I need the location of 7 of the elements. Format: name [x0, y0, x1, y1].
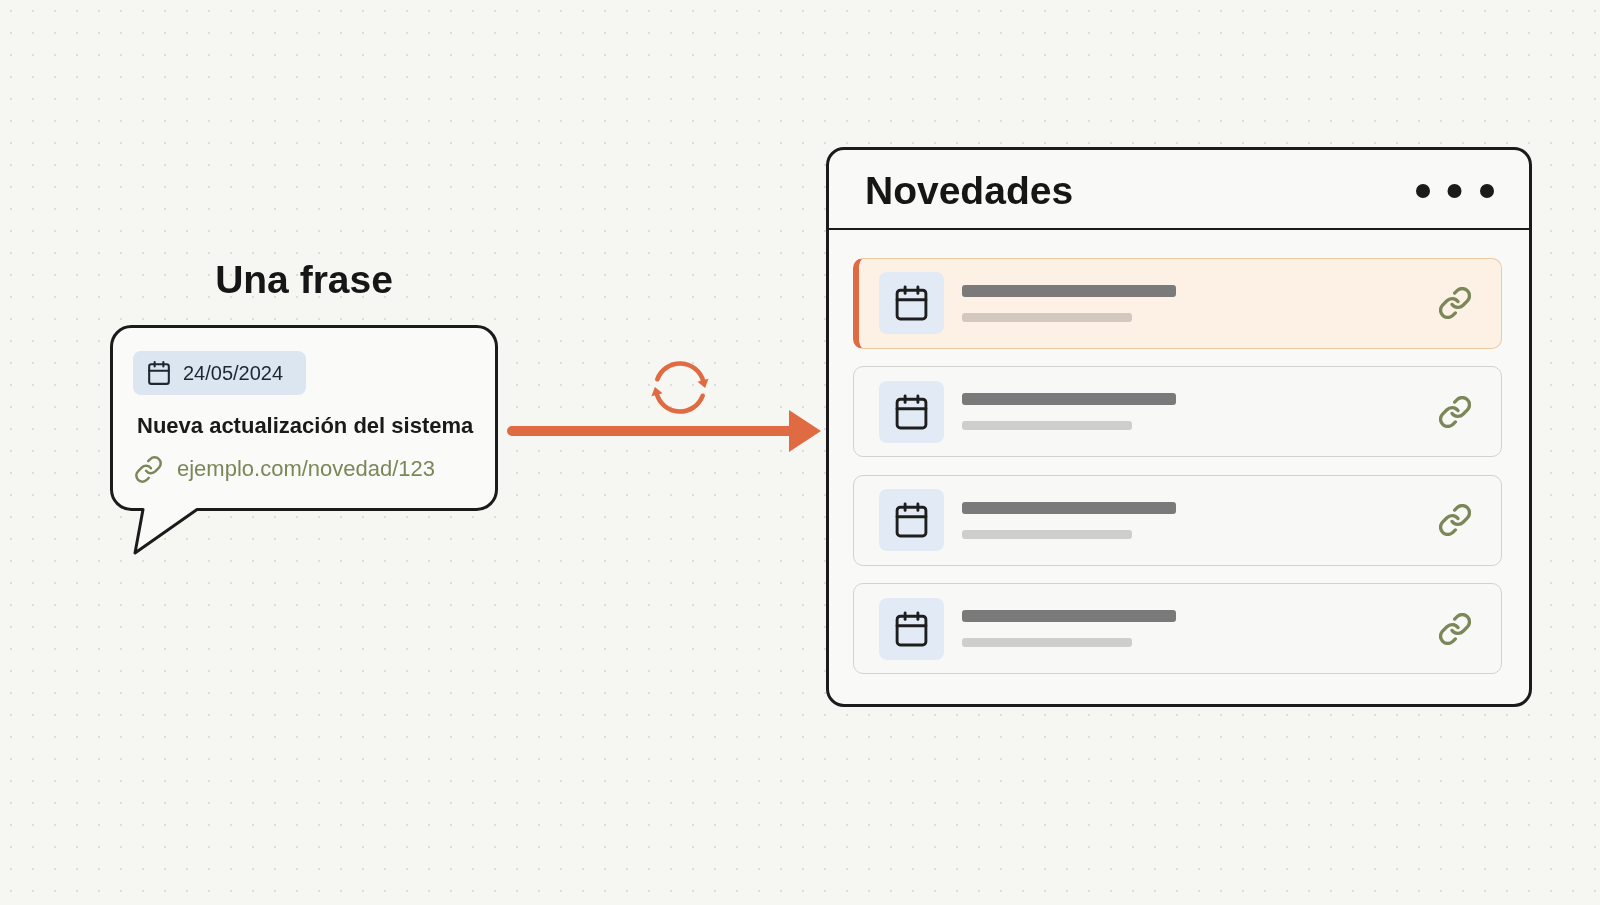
- app-window: [826, 147, 1532, 707]
- heading: Una frase: [215, 258, 393, 303]
- date-chip: [133, 351, 306, 395]
- headline-text: Nueva actualización del sistema: [137, 413, 474, 440]
- url-link: ejemplo.com/novedad/123: [177, 456, 436, 483]
- window-title: Novedades: [865, 168, 1074, 214]
- date-text: 24/05/2024: [183, 361, 284, 385]
